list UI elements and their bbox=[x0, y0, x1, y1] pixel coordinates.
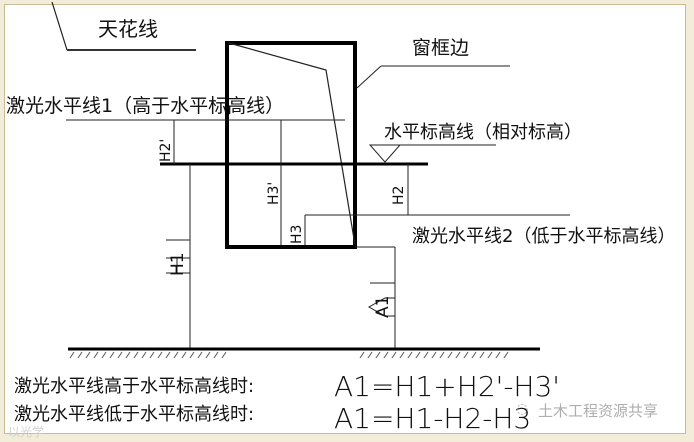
a1-label: A1 bbox=[373, 296, 393, 318]
floor-hatch-left bbox=[69, 351, 227, 359]
laser-line-1-label: 激光水平线1（高于水平标高线） bbox=[6, 95, 284, 117]
watermark-left: 以光学 bbox=[8, 425, 45, 439]
floor-hatch-right bbox=[359, 351, 509, 359]
window-frame-edge-label: 窗框边 bbox=[412, 37, 469, 59]
watermark-right: 土木工程资源共享 bbox=[538, 402, 659, 420]
formula-2-equation: A1=H1-H2-H3 bbox=[334, 402, 531, 435]
ceiling-line-label: 天花线 bbox=[98, 17, 158, 41]
window-frame-edge-line bbox=[228, 42, 356, 246]
h2-prime-label: H2' bbox=[158, 139, 174, 162]
level-triangle-icon bbox=[368, 144, 402, 163]
level-line-label: 水平标高线（相对标高） bbox=[384, 122, 582, 143]
ceiling-leader-line bbox=[51, 1, 68, 51]
wechat-icon: ◌ bbox=[516, 401, 529, 417]
a1-arrow-mark bbox=[367, 297, 395, 317]
formula-2-condition: 激光水平线低于水平标高线时: bbox=[14, 404, 254, 425]
laser-line-2-label: 激光水平线2（低于水平标高线） bbox=[412, 226, 675, 247]
window-frame bbox=[225, 41, 357, 249]
formula-1-condition: 激光水平线高于水平标高线时: bbox=[14, 376, 254, 397]
h3-prime-label: H3' bbox=[266, 182, 282, 205]
formula-1-equation: A1=H1+H2'-H3' bbox=[334, 370, 560, 403]
h2-label: H2 bbox=[391, 186, 407, 205]
drawing-canvas bbox=[4, 4, 686, 434]
window-leader-line bbox=[356, 65, 382, 89]
h3-label: H3 bbox=[289, 225, 305, 244]
h1-label: H1 bbox=[168, 252, 188, 276]
